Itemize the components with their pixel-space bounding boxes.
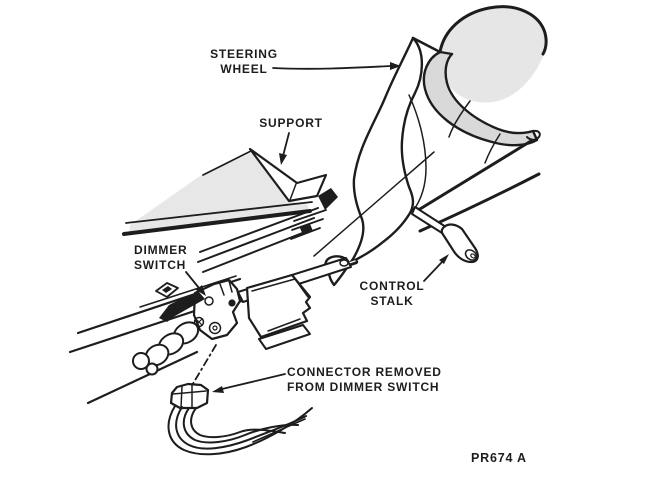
wheel-top-arc	[438, 5, 548, 56]
steering-wheel-arrow	[272, 65, 392, 70]
dimmer-switch-arrow	[185, 271, 200, 289]
connector-arrow	[221, 373, 286, 390]
column-shroud-drawing	[313, 36, 435, 287]
wheel-rim	[422, 50, 539, 147]
dimmer-switch-drawing	[132, 257, 359, 376]
wheel-hub-lines	[418, 139, 541, 233]
dash-top-line	[125, 201, 313, 224]
support-arrow	[282, 132, 290, 157]
control-stalk-drawing	[411, 206, 479, 264]
wire-bundle-drawing	[167, 405, 313, 456]
steering-wheel-drawing	[411, 5, 548, 164]
label-control-stalk: CONTROL STALK	[359, 279, 425, 308]
dash-panel-drawing	[122, 150, 313, 236]
control-stalk-arrow	[423, 261, 443, 282]
wheel-dish	[439, 6, 547, 103]
dash-edge-line	[122, 209, 312, 236]
harness-clip-drawing	[155, 282, 179, 298]
label-connector-removed: CONNECTOR REMOVED FROM DIMMER SWITCH	[287, 365, 442, 394]
switch-lever	[159, 292, 205, 322]
label-dimmer-switch: DIMMER SWITCH	[134, 243, 188, 272]
support-bracket-drawing	[248, 147, 338, 240]
label-steering-wheel: STEERING WHEEL	[210, 47, 278, 76]
leader-arrows	[185, 62, 449, 393]
connector-drawing	[169, 382, 210, 410]
removal-dash-line	[190, 344, 217, 388]
dash-shading	[129, 153, 308, 233]
figure-code: PR674 A	[471, 451, 527, 465]
dash-upper-edge	[202, 150, 252, 176]
label-support: SUPPORT	[259, 116, 323, 130]
